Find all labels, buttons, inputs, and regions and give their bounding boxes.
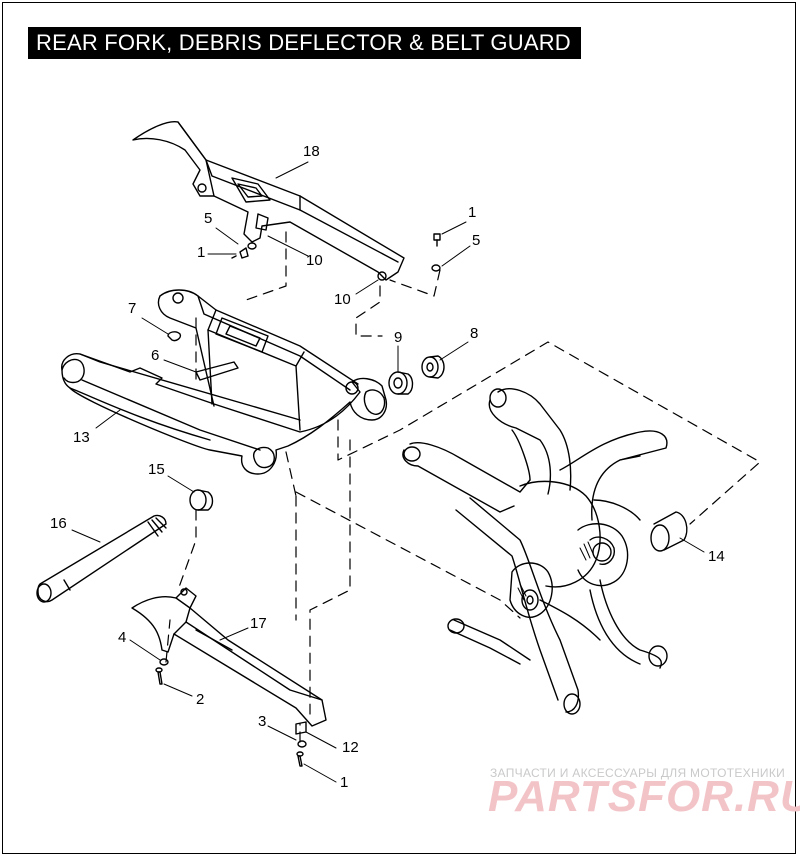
callout-3: 3	[258, 713, 267, 730]
callout-5: 5	[472, 232, 481, 249]
belt-guard-part	[132, 121, 405, 281]
sleeve-part	[650, 511, 688, 552]
callout-15: 15	[148, 461, 165, 478]
debris-deflector-part	[131, 587, 327, 727]
callout-1: 1	[468, 204, 477, 221]
callout-17: 17	[250, 615, 267, 632]
frame-section-part	[402, 388, 668, 715]
screw-part	[296, 751, 304, 767]
callout-10: 10	[334, 291, 351, 308]
callout-12: 12	[342, 739, 359, 756]
callout-9: 9	[394, 329, 403, 346]
callout-13: 13	[73, 429, 90, 446]
bearing-part	[388, 371, 414, 395]
plug-part	[167, 331, 182, 342]
washer-part	[247, 242, 257, 250]
callout-8: 8	[470, 325, 479, 342]
rear-fork-part	[61, 289, 388, 475]
callout-6: 6	[151, 347, 160, 364]
callout-5: 5	[204, 210, 213, 227]
bushing-part	[189, 489, 214, 511]
callout-16: 16	[50, 515, 67, 532]
washer-part	[431, 264, 441, 272]
callout-1: 1	[197, 244, 206, 261]
callout-18: 18	[303, 143, 320, 160]
callout-7: 7	[128, 300, 137, 317]
screw-part	[433, 233, 441, 247]
pivot-shaft-part	[36, 514, 167, 603]
bushing-part	[295, 721, 307, 735]
spacer-part	[421, 355, 445, 379]
callout-4: 4	[118, 629, 127, 646]
washer-part	[297, 740, 307, 748]
callout-1: 1	[340, 774, 349, 791]
leader-lines	[71, 161, 705, 783]
washer-part	[159, 658, 169, 666]
screw-part	[231, 247, 249, 259]
assembly-lines	[165, 231, 761, 743]
watermark-tagline: ЗАПЧАСТИ И АКСЕССУАРЫ ДЛЯ МОТОТЕХНИКИ	[490, 766, 786, 780]
callout-10: 10	[306, 252, 323, 269]
watermark-logo: PARTSFOR.RU	[488, 772, 800, 821]
screw-part	[155, 667, 163, 685]
callout-2: 2	[196, 691, 205, 708]
callout-14: 14	[708, 548, 725, 565]
diagram-title: REAR FORK, DEBRIS DEFLECTOR & BELT GUARD	[28, 27, 581, 59]
